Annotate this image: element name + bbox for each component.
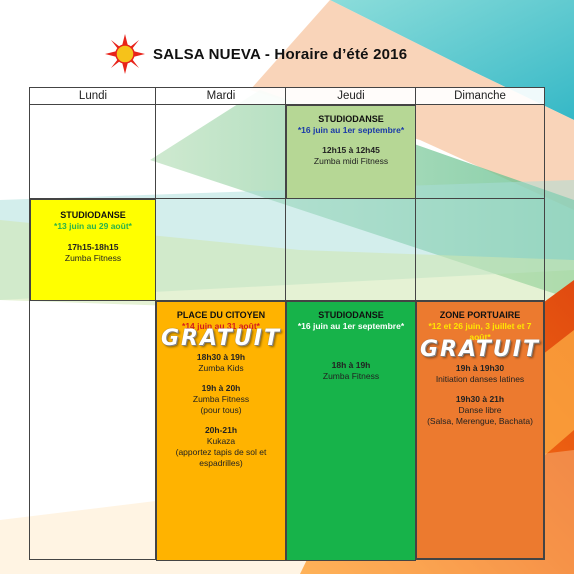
- class-label: Danse libre: [458, 405, 502, 415]
- schedule-cell-dimanche: ZONE PORTUAIRE *12 et 26 juin, 3 juillet…: [416, 301, 544, 559]
- time-label: 19h30 à 21h: [455, 394, 505, 404]
- time-label: 20h-21h: [204, 425, 238, 435]
- class-note: (apportez tapis de sol et: [175, 447, 267, 457]
- date-range: *14 juin au 31 août*: [182, 321, 260, 331]
- class-note: espadrilles): [199, 458, 243, 468]
- time-label: 19h à 20h: [201, 383, 241, 393]
- free-badge: GRATUIT: [161, 326, 281, 351]
- class-label: Initiation danses latines: [435, 374, 525, 384]
- date-range: *13 juin au 29 août*: [54, 221, 132, 231]
- venue-label: PLACE DU CITOYEN: [176, 310, 266, 320]
- column-header-dimanche: Dimanche: [416, 88, 544, 105]
- sun-logo-icon: [105, 34, 145, 74]
- date-range: août*: [469, 332, 491, 342]
- class-label: Zumba midi Fitness: [313, 156, 389, 166]
- grid-divider: [155, 88, 156, 559]
- schedule-cell-mardi: PLACE DU CITOYEN *14 juin au 31 août* GR…: [156, 301, 286, 561]
- time-label: 17h15-18h15: [67, 242, 119, 252]
- time-label: 19h à 19h30: [455, 363, 505, 373]
- schedule-cell-jeudi-midi: STUDIODANSE *16 juin au 1er septembre* 1…: [286, 105, 416, 199]
- time-label: 12h15 à 12h45: [322, 145, 380, 155]
- column-header-jeudi: Jeudi: [286, 88, 416, 105]
- date-range: *16 juin au 1er septembre*: [297, 321, 405, 331]
- grid-divider: [30, 104, 544, 105]
- column-header-lundi: Lundi: [30, 88, 156, 105]
- page-title: SALSA NUEVA - Horaire d’été 2016: [153, 45, 408, 63]
- free-badge: GRATUIT: [420, 337, 540, 362]
- class-label: Zumba Kids: [198, 363, 244, 373]
- schedule-cell-lundi: STUDIODANSE *13 juin au 29 août* 17h15-1…: [30, 199, 156, 301]
- class-label: Kukaza: [206, 436, 236, 446]
- page-header: SALSA NUEVA - Horaire d’été 2016: [105, 34, 407, 74]
- class-label: Zumba Fitness: [322, 371, 380, 381]
- time-label: 18h à 19h: [331, 360, 371, 370]
- schedule-table: Lundi Mardi Jeudi Dimanche STUDIODANSE *…: [29, 87, 545, 561]
- class-label: Zumba Fitness: [192, 394, 250, 404]
- venue-label: STUDIODANSE: [318, 114, 384, 124]
- date-range: *16 juin au 1er septembre*: [297, 125, 405, 135]
- grid-divider: [30, 300, 544, 301]
- column-header-mardi: Mardi: [156, 88, 286, 105]
- class-note: (pour tous): [200, 405, 242, 415]
- class-note: (Salsa, Merengue, Bachata): [427, 416, 533, 426]
- time-label: 18h30 à 19h: [196, 352, 246, 362]
- venue-label: STUDIODANSE: [60, 210, 126, 220]
- class-label: Zumba Fitness: [64, 253, 122, 263]
- date-range: *12 et 26 juin, 3 juillet et 7: [428, 321, 532, 331]
- venue-label: ZONE PORTUAIRE: [439, 310, 521, 320]
- venue-label: STUDIODANSE: [318, 310, 384, 320]
- schedule-cell-jeudi-soir: STUDIODANSE *16 juin au 1er septembre* 1…: [286, 301, 416, 561]
